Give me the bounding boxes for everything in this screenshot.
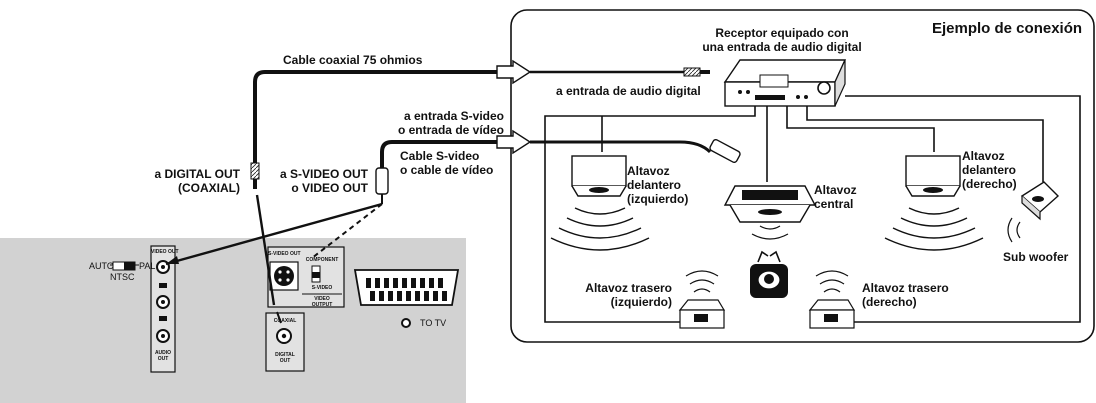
center-label-line2: central <box>814 197 854 211</box>
svideo-cable <box>165 140 510 266</box>
pal-ntsc-switch <box>110 261 139 271</box>
digital-audio-input-label: a entrada de audio digital <box>556 84 701 98</box>
svideo-out-label-line2: o VIDEO OUT <box>291 181 368 195</box>
video-output-line2: OUTPUT <box>311 302 333 308</box>
svideo-input-label-line1: a entrada S-video <box>403 109 504 123</box>
pal-label: PAL <box>139 261 156 271</box>
to-tv-label: TO TV <box>420 318 447 328</box>
audio-out-line2: OUT <box>157 356 169 362</box>
center-speaker-label: Altavoz central <box>814 183 857 211</box>
front-left-label-line1: Altavoz <box>627 164 670 178</box>
svideo-cable-label: Cable S-video o cable de vídeo <box>400 149 493 177</box>
receiver-label-line1: Receptor equipado con <box>715 26 849 40</box>
center-label-line1: Altavoz <box>814 183 857 197</box>
video-output-label: VIDEO OUTPUT <box>302 296 342 308</box>
digital-out-panel-line1: DIGITAL <box>275 352 295 358</box>
component-label: COMPONENT <box>305 257 339 263</box>
coaxial-panel-label: COAXIAL <box>273 318 297 324</box>
rear-left-speaker <box>678 270 726 329</box>
listener-figure <box>750 250 788 298</box>
svideo-cable-label-line2: o cable de vídeo <box>400 163 494 177</box>
rear-left-label-line1: Altavoz trasero <box>585 281 672 295</box>
subwoofer-speaker <box>1007 181 1060 243</box>
svideo-out-label-line1: a S-VIDEO OUT <box>279 167 368 181</box>
digital-out-label-line1: a DIGITAL OUT <box>154 167 240 181</box>
example-title: Ejemplo de conexión <box>932 20 1083 37</box>
front-left-label-line3: (izquierdo) <box>627 192 689 206</box>
scart-connector <box>353 269 460 328</box>
coaxial-input-arrow <box>496 59 710 85</box>
coaxial-cable <box>250 70 510 324</box>
receiver-label-line2: una entrada de audio digital <box>702 40 862 54</box>
svideo-cable-label-line1: Cable S-video <box>400 149 480 163</box>
receiver-label: Receptor equipado con una entrada de aud… <box>682 26 882 54</box>
rear-right-speaker-label: Altavoz trasero (derecho) <box>862 281 949 309</box>
receiver-unit <box>723 59 847 107</box>
video-out-label: VIDEO OUT <box>151 249 179 255</box>
front-right-speaker-label: Altavoz delantero (derecho) <box>962 149 1017 191</box>
audio-out-line1: AUDIO <box>154 350 172 356</box>
svideo-out-panel-label: S-VIDEO OUT <box>268 251 301 257</box>
front-left-speaker-label: Altavoz delantero (izquierdo) <box>627 164 688 206</box>
rear-left-label-line2: (izquierdo) <box>610 295 672 309</box>
svideo-input-label: a entrada S-video o entrada de vídeo <box>364 109 504 137</box>
svideo-input-arrow <box>496 129 741 163</box>
rear-right-label-line2: (derecho) <box>862 295 917 309</box>
svideo-switch-label: S-VIDEO <box>311 285 333 291</box>
rear-right-speaker <box>808 270 856 329</box>
rear-right-label-line1: Altavoz trasero <box>862 281 949 295</box>
svideo-component-block <box>267 246 345 308</box>
player-rear-panel <box>0 238 466 403</box>
front-left-speaker <box>550 155 650 251</box>
ntsc-label: NTSC <box>110 272 135 282</box>
example-frame <box>510 9 1095 343</box>
digital-out-label: a DIGITAL OUT (COAXIAL) <box>130 167 240 195</box>
front-left-label-line2: delantero <box>627 178 682 192</box>
subwoofer-label: Sub woofer <box>1003 250 1069 264</box>
audio-out-label: AUDIO OUT <box>151 350 175 362</box>
front-right-label-line3: (derecho) <box>962 177 1017 191</box>
rear-left-speaker-label: Altavoz trasero (izquierdo) <box>560 281 672 309</box>
auto-label: AUTO <box>89 261 114 271</box>
video-output-line1: VIDEO <box>314 296 330 302</box>
front-right-label-line2: delantero <box>962 163 1017 177</box>
front-right-speaker <box>884 155 984 251</box>
digital-out-label-line2: (COAXIAL) <box>178 181 240 195</box>
svideo-out-label: a S-VIDEO OUT o VIDEO OUT <box>272 167 368 195</box>
coaxial-digital-out-jack <box>265 312 305 372</box>
svideo-input-label-line2: o entrada de vídeo <box>397 123 504 137</box>
center-speaker <box>723 185 817 240</box>
digital-out-panel-line2: OUT <box>279 358 291 364</box>
digital-out-panel-label: DIGITAL OUT <box>266 352 304 364</box>
coaxial-cable-label: Cable coaxial 75 ohmios <box>283 53 423 67</box>
front-right-label-line1: Altavoz <box>962 149 1005 163</box>
